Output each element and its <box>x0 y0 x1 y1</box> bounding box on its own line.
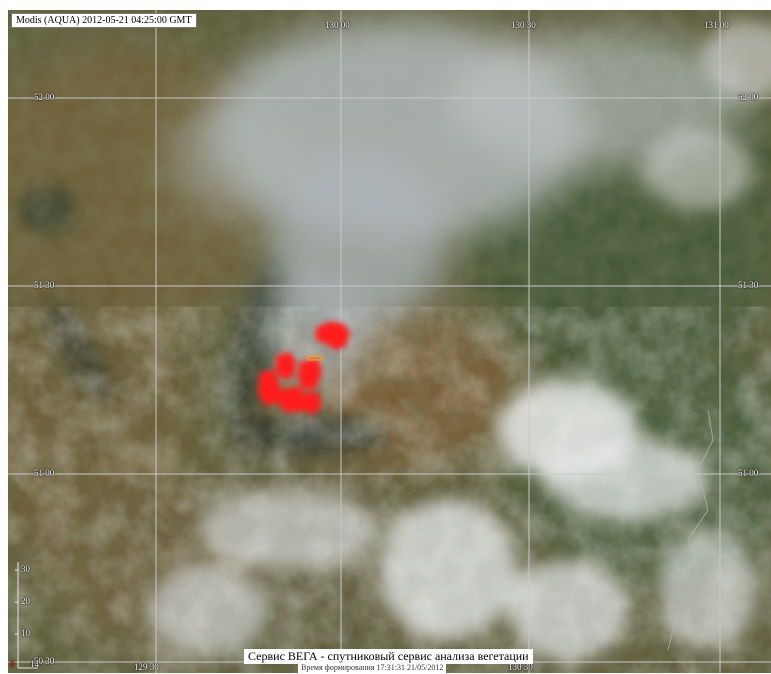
fire-outline <box>307 355 323 361</box>
scale-bar: 30 20 10 0 14 <box>10 560 40 670</box>
generation-time: Время формирования 17:31:31 21/05/2012 <box>298 663 447 673</box>
fire-hotspot <box>276 352 296 380</box>
lat-label-left: 50 30 <box>34 656 55 666</box>
lon-label-top: 131 00 <box>704 20 729 30</box>
fire-hotspots <box>258 322 350 414</box>
service-banner: Сервис ВЕГА - спутниковый сервис анализа… <box>244 649 533 664</box>
lon-label-top: 130 30 <box>511 20 536 30</box>
fire-hotspot <box>302 392 322 414</box>
fire-hotspot <box>258 370 280 406</box>
lat-label-right: 51 00 <box>738 468 759 478</box>
fire-hotspot <box>316 322 350 350</box>
lon-label-bottom: 130 30 <box>508 662 533 672</box>
scale-tick-label: 10 <box>21 628 30 638</box>
lat-label-left: 51 30 <box>34 280 55 290</box>
lat-label-right: 52 00 <box>738 92 759 102</box>
scale-end-label: 14 <box>30 659 39 669</box>
lat-label-left: 51 00 <box>34 468 55 478</box>
lat-label-left: 52 00 <box>34 92 55 102</box>
scale-zero-label: 0 <box>10 659 15 669</box>
scale-tick-label: 30 <box>21 564 30 574</box>
satellite-imagery <box>8 10 771 673</box>
fire-hotspot <box>278 386 306 412</box>
image-caption: Modis (AQUA) 2012-05-21 04:25:00 GMT <box>11 13 197 28</box>
scale-tick-label: 20 <box>21 596 30 606</box>
lon-label-bottom: 129 30 <box>134 662 159 672</box>
satellite-map[interactable]: 130 00 130 30 131 00 52 00 51 30 51 00 5… <box>8 10 771 673</box>
lon-label-top: 130 00 <box>325 20 350 30</box>
lat-label-right: 51 30 <box>738 280 759 290</box>
cloud-texture <box>8 340 771 673</box>
boundary-line <box>667 409 714 651</box>
fire-hotspot <box>298 358 322 390</box>
